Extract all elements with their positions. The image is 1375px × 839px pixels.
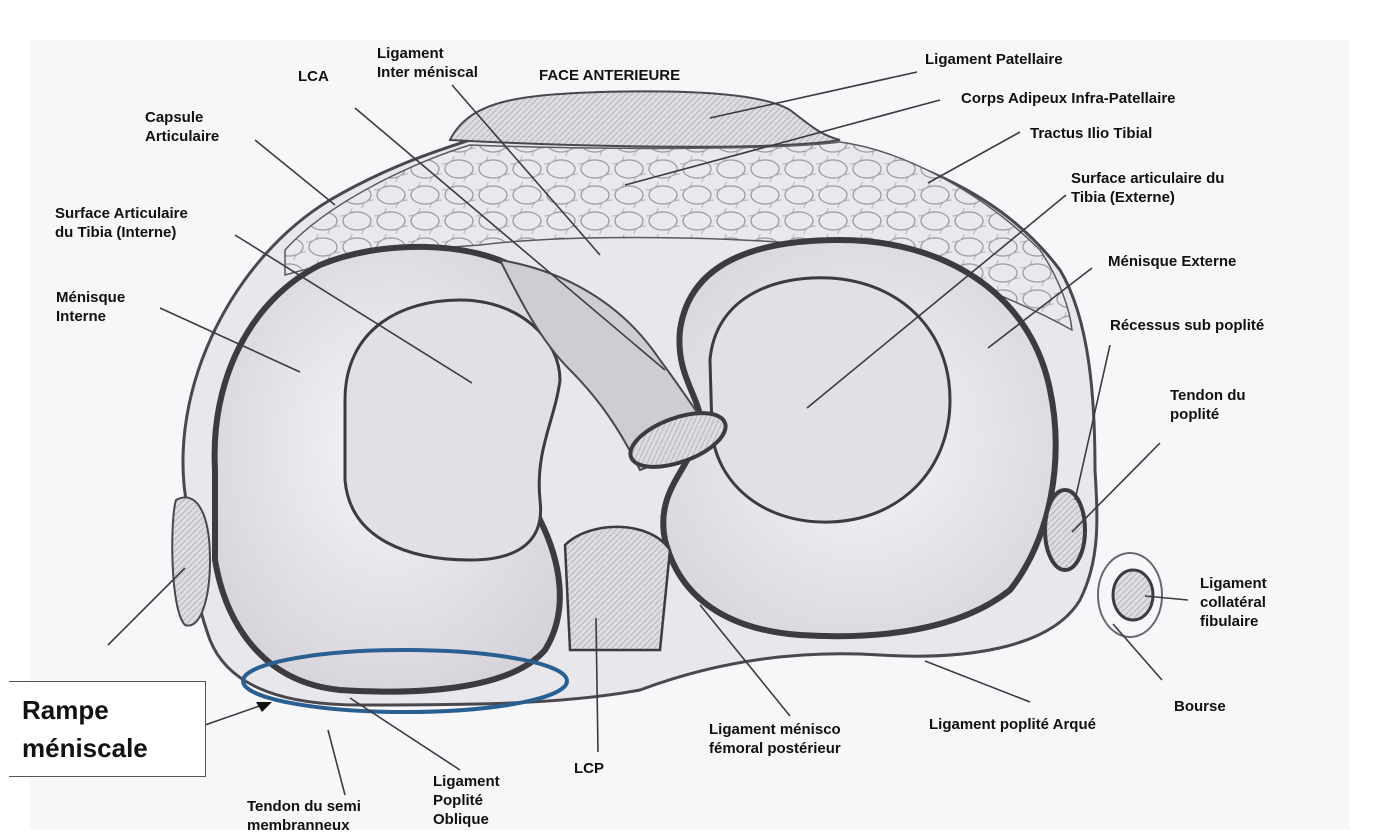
fibular-collateral-ligament bbox=[1113, 570, 1153, 620]
label-corps-adipeux: Corps Adipeux Infra-Patellaire bbox=[961, 89, 1176, 108]
label-tractus: Tractus Ilio Tibial bbox=[1030, 124, 1152, 143]
medial-plateau-shape bbox=[345, 300, 560, 560]
label-menisque-externe: Ménisque Externe bbox=[1108, 252, 1236, 271]
label-ligament-patellaire: Ligament Patellaire bbox=[925, 50, 1063, 69]
label-lca: LCA bbox=[298, 67, 329, 86]
lateral-plateau-shape bbox=[710, 278, 950, 522]
popliteus-tendon bbox=[1045, 490, 1085, 570]
label-face-anterieure: FACE ANTERIEURE bbox=[539, 66, 680, 85]
label-bourse: Bourse bbox=[1174, 697, 1226, 716]
medial-capsule-pad bbox=[172, 498, 210, 626]
label-recessus: Récessus sub poplité bbox=[1110, 316, 1264, 335]
label-lcp: LCP bbox=[574, 759, 604, 778]
label-ligament-arque: Ligament poplité Arqué bbox=[929, 715, 1096, 734]
pcl-block bbox=[565, 527, 670, 650]
